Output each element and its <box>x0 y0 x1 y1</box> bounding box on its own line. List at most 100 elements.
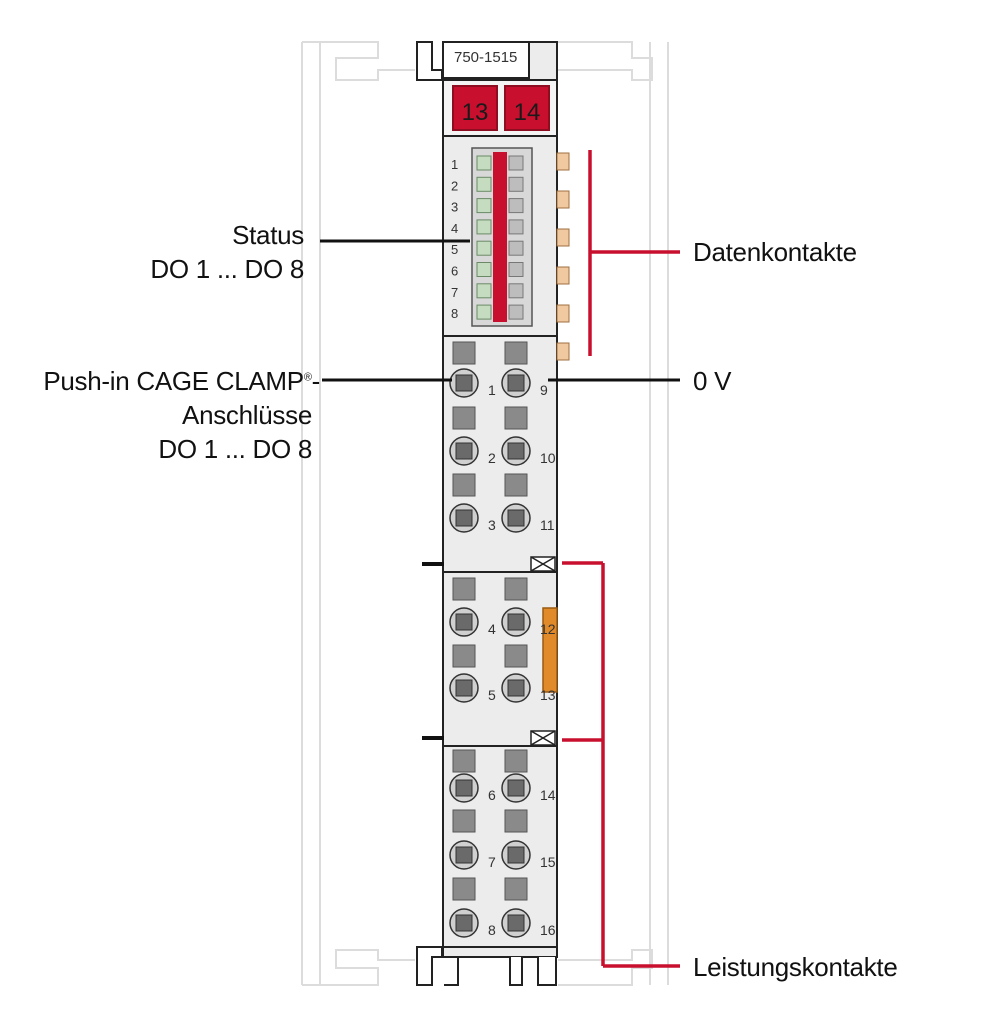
terminal-number: 16 <box>540 922 556 938</box>
status-led-grey <box>508 304 524 320</box>
led-number: 7 <box>451 285 458 300</box>
clamp-inner <box>507 914 525 932</box>
led-number: 4 <box>451 221 458 236</box>
status-led-green <box>476 219 492 235</box>
status-label-line1: Status <box>232 220 304 250</box>
part-number-strip <box>442 41 530 79</box>
pushin-label: Push-in CAGE CLAMP®- Anschlüsse DO 1 ...… <box>43 364 320 466</box>
power-contact-jumper <box>530 556 556 746</box>
data-contact <box>556 228 570 247</box>
push-button <box>452 473 476 497</box>
terminal-number: 11 <box>540 517 555 533</box>
push-button <box>452 341 476 365</box>
led-group <box>476 155 524 320</box>
status-led-green <box>476 176 492 192</box>
clamp-inner <box>507 442 525 460</box>
push-button <box>452 406 476 430</box>
terminal-number: 13 <box>540 687 556 703</box>
clamp-inner <box>507 779 525 797</box>
terminal-number: 2 <box>488 450 496 466</box>
status-led-green <box>476 240 492 256</box>
terminal-number: 7 <box>488 854 496 870</box>
bottom-latch <box>416 946 558 986</box>
push-button <box>504 577 528 601</box>
pushin-dash: - <box>311 366 321 396</box>
status-led-grey <box>508 155 524 171</box>
terminal-number: 14 <box>540 787 556 803</box>
led-number: 3 <box>451 200 458 215</box>
registered-mark: ® <box>303 371 312 384</box>
clamp-inner <box>507 374 525 392</box>
marker-14 <box>504 85 550 131</box>
status-led-grey <box>508 283 524 299</box>
data-contact <box>556 342 570 361</box>
clamp-inner <box>507 679 525 697</box>
pushin-label-line3: DO 1 ... DO 8 <box>158 434 312 464</box>
push-button <box>504 644 528 668</box>
led-number: 1 <box>451 157 458 172</box>
push-button <box>452 577 476 601</box>
status-label-line2: DO 1 ... DO 8 <box>150 254 304 284</box>
push-button <box>504 749 528 773</box>
clamp-inner <box>507 846 525 864</box>
status-led-green <box>476 283 492 299</box>
pushin-label-line1: Push-in CAGE CLAMP®- <box>43 364 320 398</box>
marker-14-label: 14 <box>514 99 541 126</box>
power-contact-orange <box>542 607 558 693</box>
pushin-label-text: Push-in CAGE CLAMP <box>43 366 304 396</box>
push-button <box>452 809 476 833</box>
marker-13 <box>452 85 498 131</box>
push-button <box>452 749 476 773</box>
status-led-green <box>476 198 492 214</box>
zero-v-label: 0 V <box>693 366 732 396</box>
status-led-grey <box>508 198 524 214</box>
terminal-number: 4 <box>488 621 496 637</box>
terminal-number: 9 <box>540 382 548 398</box>
led-number: 8 <box>451 306 458 321</box>
terminal-number: 12 <box>540 621 556 637</box>
led-number: 6 <box>451 264 458 279</box>
status-led-green <box>476 304 492 320</box>
leistungskontakte-label: Leistungskontakte <box>693 952 898 982</box>
push-button <box>504 406 528 430</box>
terminal-number: 3 <box>488 517 496 533</box>
clamp-inner <box>455 374 473 392</box>
clamp-inner <box>507 509 525 527</box>
data-contact-group <box>556 152 570 361</box>
led-number: 2 <box>451 178 458 193</box>
led-number: 5 <box>451 242 458 257</box>
push-button <box>504 341 528 365</box>
clamp-inner <box>455 779 473 797</box>
terminal-number: 10 <box>540 450 556 466</box>
callout-lines <box>320 150 680 968</box>
part-number: 750-1515 <box>454 49 517 66</box>
push-button <box>504 473 528 497</box>
clamp-inner <box>455 442 473 460</box>
push-button <box>452 644 476 668</box>
terminal-number: 15 <box>540 854 556 870</box>
clamp-inner <box>455 613 473 631</box>
data-contact <box>556 304 570 323</box>
status-label: Status DO 1 ... DO 8 <box>150 218 304 286</box>
led-number-group: 1 2 3 4 5 6 7 8 <box>451 157 458 321</box>
clamp-inner <box>455 679 473 697</box>
terminal-number: 6 <box>488 787 496 803</box>
status-led-grey <box>508 240 524 256</box>
push-button <box>452 877 476 901</box>
status-led-grey <box>508 176 524 192</box>
terminal-group <box>449 341 531 938</box>
terminal-number: 1 <box>488 382 496 398</box>
data-contact <box>556 266 570 285</box>
clamp-inner <box>455 846 473 864</box>
status-led-grey <box>508 219 524 235</box>
data-contact <box>556 152 570 171</box>
push-button <box>504 809 528 833</box>
push-button <box>504 877 528 901</box>
pushin-label-line2: Anschlüsse <box>182 400 312 430</box>
din-rail-outline <box>301 41 669 986</box>
clamp-inner <box>455 509 473 527</box>
marker-13-label: 13 <box>462 99 489 126</box>
